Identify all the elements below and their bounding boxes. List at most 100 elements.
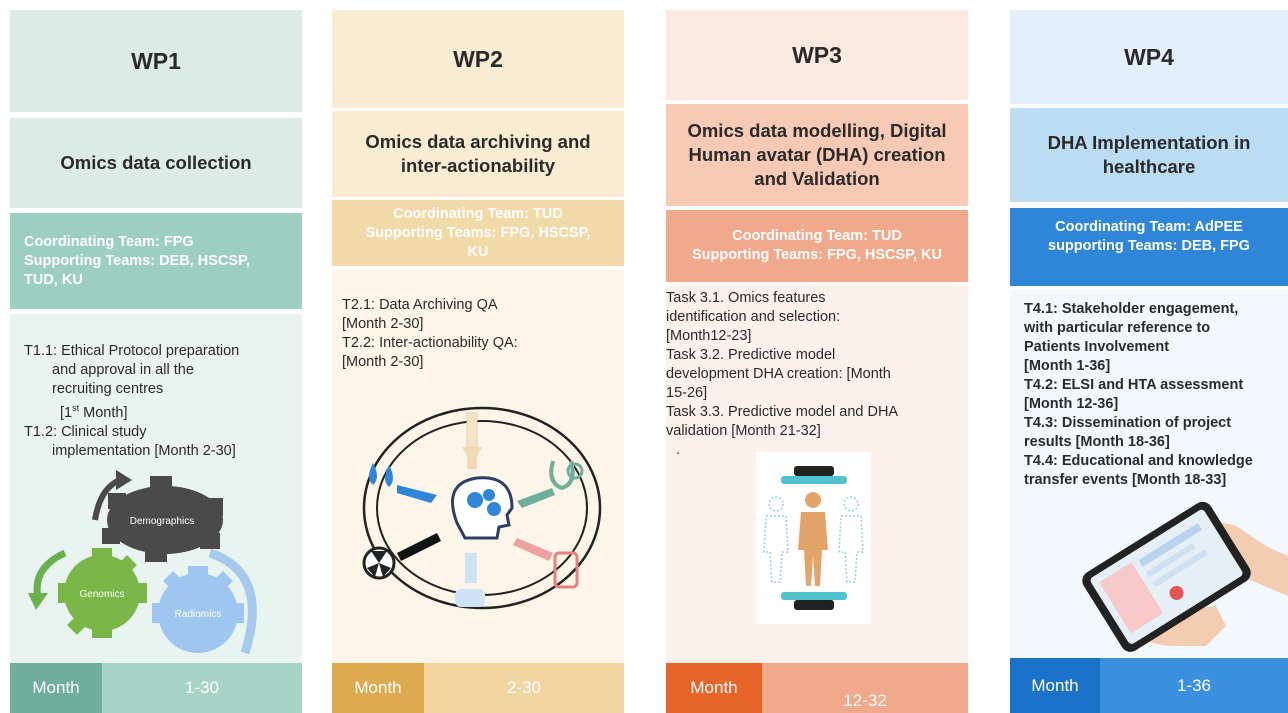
wp2-title: WP2 xyxy=(332,10,624,108)
arrow-icon xyxy=(397,485,437,503)
wp3-coordinating-team: Coordinating Team: TUD xyxy=(732,228,902,244)
wp1-title: WP1 xyxy=(10,10,302,112)
wp3-task-line: . xyxy=(676,442,681,458)
arrow-icon xyxy=(517,488,555,508)
wp3-task-line: Task 3.3. Predictive model and DHA xyxy=(666,404,899,420)
wp4-task-line: T4.1: Stakeholder engagement, xyxy=(1024,301,1239,317)
wp1-teams: Coordinating Team: FPG Supporting Teams:… xyxy=(10,213,302,309)
gear-label-genomics: Genomics xyxy=(79,589,124,600)
scanner-top-icon xyxy=(794,466,834,476)
mobile-phone-icon xyxy=(553,551,579,589)
wp4-coordinating-team: Coordinating Team: AdPEE xyxy=(1055,219,1243,235)
wp1-coordinating-team: Coordinating Team: FPG xyxy=(24,233,194,250)
wp3-task-line: [Month12-23] xyxy=(666,328,752,344)
wp3-task-line: development DHA creation: [Month xyxy=(666,366,891,382)
wp1-task-line: T1.2: Clinical study xyxy=(24,423,147,440)
wp1-supporting-teams-cont: TUD, KU xyxy=(24,271,83,288)
brain-head-icon xyxy=(451,476,514,540)
wp4-supporting-teams: supporting Teams: DEB, FPG xyxy=(1048,238,1250,254)
wp4-task-line: Patients Involvement xyxy=(1024,339,1170,355)
wp4-teams: Coordinating Team: AdPEE supporting Team… xyxy=(1010,208,1288,286)
wp2-column: WP2 Omics data archiving and inter-actio… xyxy=(332,8,624,713)
wp3-month-bar: Month 12-32 xyxy=(666,663,968,713)
wp3-task-line: Task 3.2. Predictive model xyxy=(666,347,836,363)
wp1-task-line: [1st Month] xyxy=(60,403,128,421)
wp2-month-label: Month xyxy=(332,663,424,713)
omics-gears-illustration: Demographics Genomics Radiomics xyxy=(28,470,257,655)
wp4-subtitle-line: healthcare xyxy=(1102,156,1196,177)
dotted-avatar-icon xyxy=(763,496,864,583)
wp1-subtitle: Omics data collection xyxy=(10,118,302,208)
scanner-ring-icon xyxy=(781,476,847,484)
wp1-task-line: implementation [Month 2-30] xyxy=(52,442,236,459)
radiomics-gear-icon xyxy=(152,566,244,653)
wp2-task-line: [Month 2-30] xyxy=(342,316,424,332)
tablet-icon xyxy=(1082,501,1251,652)
wp1-task-line: T1.1: Ethical Protocol preparation xyxy=(24,343,240,359)
wp2-subtitle: Omics data archiving and inter-actionabi… xyxy=(332,111,624,197)
wp4-month-label: Month xyxy=(1010,658,1100,713)
wp2-supporting-teams-cont: KU xyxy=(467,243,489,260)
wp3-subtitle-line: Human avatar (DHA) creation xyxy=(688,144,946,165)
wp1-month-label: Month xyxy=(10,663,102,713)
scanner-base-icon xyxy=(794,600,834,610)
wp3-tasks: Task 3.1. Omics features identification … xyxy=(666,289,968,460)
wp4-task-line: T4.2: ELSI and HTA assessment xyxy=(1024,377,1244,393)
capsule-icon xyxy=(455,589,485,607)
wp2-task-line: T2.1: Data Archiving QA xyxy=(342,297,498,313)
human-figure-icon xyxy=(798,492,828,586)
wp4-subtitle: DHA Implementation in healthcare xyxy=(1010,108,1288,202)
wp4-task-line: [Month 1-36] xyxy=(1024,358,1111,374)
wp1-task-line: and approval in all the xyxy=(52,362,194,378)
gear-label-radiomics: Radiomics xyxy=(175,609,222,620)
wp4-task-line: [Month 12-36] xyxy=(1024,396,1119,412)
wp2-tasks: T2.1: Data Archiving QA [Month 2-30] T2.… xyxy=(332,296,624,372)
stethoscope-icon xyxy=(549,460,584,491)
wp4-month-range: 1-36 xyxy=(1100,658,1288,713)
wp3-title: WP3 xyxy=(666,10,968,100)
digital-avatar-illustration xyxy=(756,452,871,624)
wp3-teams: Coordinating Team: TUD Supporting Teams:… xyxy=(666,210,968,282)
wp1-month-range: 1-30 xyxy=(102,663,302,713)
wp1-tasks: T1.1: Ethical Protocol preparation and a… xyxy=(10,342,302,461)
wp2-supporting-teams: Supporting Teams: FPG, HSCSP, xyxy=(365,224,591,241)
wp2-month-range: 2-30 xyxy=(424,663,624,713)
wp2-task-line: [Month 2-30] xyxy=(342,354,424,370)
wp2-subtitle-line: inter-actionability xyxy=(400,155,556,176)
wp3-subtitle-line: Omics data modelling, Digital xyxy=(687,120,947,141)
wp3-subtitle: Omics data modelling, Digital Human avat… xyxy=(666,104,968,206)
arrow-icon xyxy=(513,538,553,561)
arrow-head-icon xyxy=(116,470,132,490)
blood-drops-icon xyxy=(369,463,393,487)
wp3-task-line: 15-26] xyxy=(666,385,708,401)
wp3-month-range: 12-32 xyxy=(762,663,968,713)
wp1-month-bar: Month 1-30 xyxy=(10,663,302,713)
wp4-column: WP4 DHA Implementation in healthcare Coo… xyxy=(1010,8,1288,713)
arrow-icon xyxy=(465,553,477,583)
arrow-icon xyxy=(397,533,441,561)
demographics-gear-icon xyxy=(102,476,223,562)
arrow-head-icon xyxy=(28,593,48,610)
wp1-task-line: recruiting centres xyxy=(52,381,164,397)
wp2-task-line: T2.2: Inter-actionability QA: xyxy=(342,335,518,351)
wp3-task-line: Task 3.1. Omics features xyxy=(666,290,826,306)
data-integration-illustration xyxy=(362,406,602,610)
wp4-task-line: results [Month 18-36] xyxy=(1024,434,1170,450)
wp3-task-line: identification and selection: xyxy=(666,309,841,325)
wp3-supporting-teams: Supporting Teams: FPG, HSCSP, KU xyxy=(691,247,943,263)
wp2-subtitle-line: Omics data archiving and xyxy=(365,131,591,152)
scanner-ring-icon xyxy=(781,592,847,600)
wp4-task-line: T4.4: Educational and knowledge xyxy=(1024,453,1253,469)
wp3-task-line: validation [Month 21-32] xyxy=(666,423,821,439)
wp4-subtitle-line: DHA Implementation in xyxy=(1047,132,1251,153)
wp2-month-bar: Month 2-30 xyxy=(332,663,624,713)
wp4-tasks: T4.1: Stakeholder engagement, with parti… xyxy=(1010,300,1288,490)
curved-arrow-icon xyxy=(208,548,257,655)
wp4-month-bar: Month 1-36 xyxy=(1010,658,1288,713)
wp4-task-line: T4.3: Dissemination of project xyxy=(1024,415,1232,431)
gear-label-demographics: Demographics xyxy=(130,516,194,527)
tablet-healthcare-illustration xyxy=(1082,501,1288,652)
wp4-task-line: transfer events [Month 18-33] xyxy=(1024,472,1227,488)
wp2-coordinating-team: Coordinating Team: TUD xyxy=(393,205,563,222)
wp3-month-label: Month xyxy=(666,663,762,713)
